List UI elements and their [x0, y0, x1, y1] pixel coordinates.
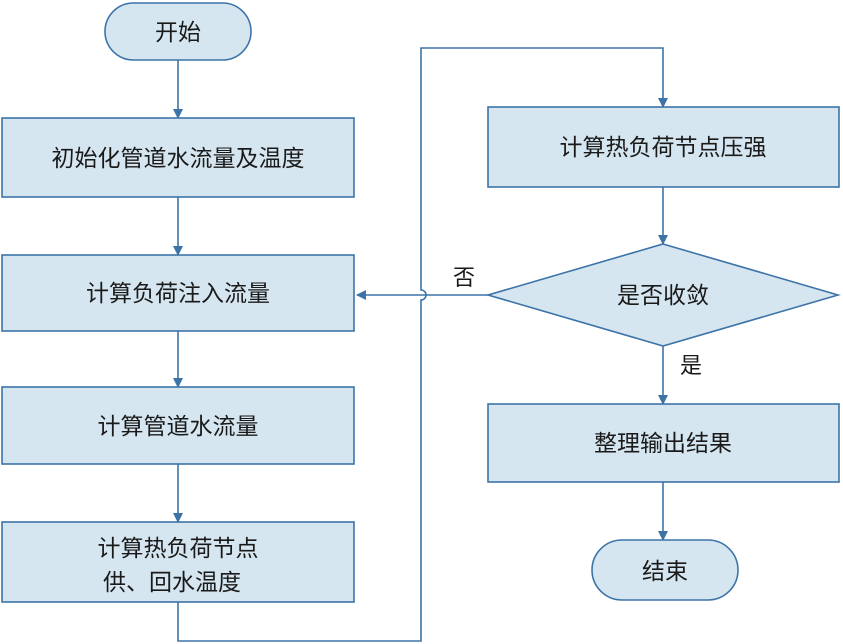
init-label: 初始化管道水流量及温度 — [52, 146, 305, 172]
init-node: 初始化管道水流量及温度 — [1, 117, 355, 198]
yes-branch-label: 是 — [680, 354, 702, 379]
pipe-flow-node: 计算管道水流量 — [1, 386, 355, 465]
start-node: 开始 — [104, 2, 252, 61]
no-branch-label: 否 — [453, 266, 475, 291]
end-label: 结束 — [642, 559, 688, 585]
output-label: 整理输出结果 — [594, 431, 732, 457]
output-node: 整理输出结果 — [487, 403, 840, 483]
node-temperature-label-line2: 供、回水温度 — [103, 570, 241, 596]
node-temperature-node: 计算热负荷节点 供、回水温度 — [1, 521, 355, 603]
pipe-flow-label: 计算管道水流量 — [98, 414, 259, 440]
node-pressure-node: 计算热负荷节点压强 — [487, 106, 840, 188]
convergence-decision: 是否收敛 — [485, 243, 841, 347]
load-injection-node: 计算负荷注入流量 — [1, 254, 355, 332]
end-node: 结束 — [591, 539, 739, 601]
start-label: 开始 — [155, 20, 201, 46]
node-pressure-label: 计算热负荷节点压强 — [560, 135, 767, 161]
convergence-label: 是否收敛 — [617, 283, 709, 309]
node-temperature-label-line1: 计算热负荷节点 — [98, 536, 259, 562]
load-injection-label: 计算负荷注入流量 — [86, 281, 270, 307]
